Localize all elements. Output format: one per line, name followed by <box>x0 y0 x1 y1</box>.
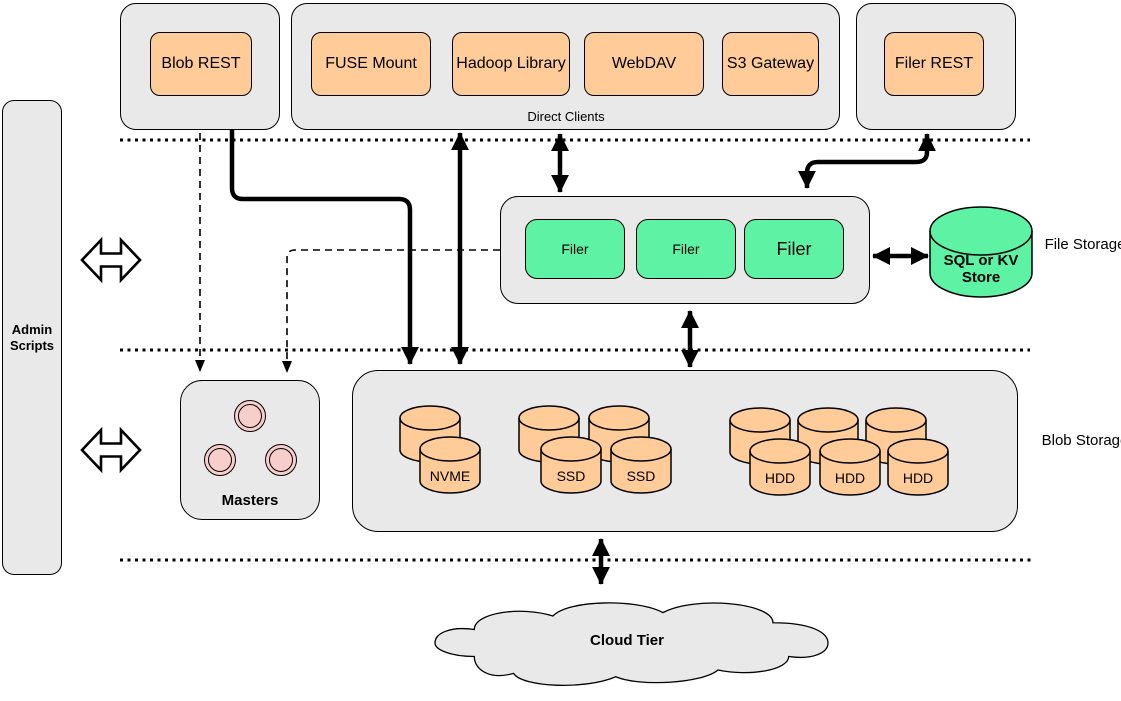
filer-label-2: Filer <box>672 241 700 257</box>
master-node-circle-1 <box>234 400 266 432</box>
fuse-mount-label: FUSE Mount <box>325 55 417 72</box>
sql-kv-store-cylinder: SQL or KV Store <box>929 206 1033 298</box>
master-node-circle-3 <box>265 444 297 476</box>
direct-clients-caption: Direct Clients <box>527 109 605 124</box>
file-storage-section-label: File Storage <box>1044 236 1121 253</box>
sql-kv-store-label: SQL or KV Store <box>943 252 1019 286</box>
ssd-volume-cylinder-1: SSD <box>540 436 602 494</box>
filer-rest-label: Filer REST <box>894 55 974 72</box>
admin-file-storage-two-way-arrow <box>80 236 142 284</box>
s3-gateway-box: S3 Gateway <box>722 32 819 96</box>
dashed-arrow-filer-to-masters <box>282 249 500 373</box>
webdav-label: WebDAV <box>611 55 677 72</box>
filer-box-2: Filer <box>636 219 736 279</box>
filer-box-3: Filer <box>744 219 844 279</box>
hdd-volume-cylinder-2: HDD <box>819 438 881 496</box>
filer-label-3: Filer <box>776 238 812 259</box>
arrow-filer-rest-filers <box>798 133 936 189</box>
fuse-mount-box: FUSE Mount <box>311 32 431 96</box>
hdd-volume-cylinder-1: HDD <box>749 438 811 496</box>
masters-label: Masters <box>221 492 279 509</box>
hadoop-library-label: Hadoop Library <box>456 55 566 72</box>
hdd-volume-cylinder-3: HDD <box>887 438 949 496</box>
nvme-label: NVME <box>429 468 471 484</box>
cloud-tier-label: Cloud Tier <box>590 632 664 649</box>
filer-label-1: Filer <box>561 241 589 257</box>
blob-rest-client-box: Blob REST <box>150 32 252 96</box>
filer-rest-box: Filer REST <box>884 32 984 96</box>
master-node-circle-2 <box>204 444 236 476</box>
admin-scripts-label: Admin Scripts <box>9 321 55 353</box>
arrow-blob-rest-to-volume-servers <box>229 129 419 365</box>
blob-storage-section-label: Blob Storage <box>1041 432 1121 449</box>
s3-gateway-label: S3 Gateway <box>726 55 815 72</box>
filer-box-1: Filer <box>525 219 625 279</box>
hdd-label-1: HDD <box>764 470 796 486</box>
ssd-volume-cylinder-2: SSD <box>610 436 672 494</box>
admin-blob-storage-two-way-arrow <box>80 426 142 474</box>
admin-scripts-panel: Admin Scripts <box>2 100 62 575</box>
ssd-label-2: SSD <box>626 468 656 484</box>
cloud-shape <box>435 603 828 685</box>
hdd-label-2: HDD <box>834 470 866 486</box>
ssd-label-1: SSD <box>556 468 586 484</box>
blob-rest-label: Blob REST <box>161 55 241 72</box>
nvme-volume-cylinder: NVME <box>419 436 481 494</box>
webdav-box: WebDAV <box>584 32 704 96</box>
hadoop-library-box: Hadoop Library <box>452 32 570 96</box>
hdd-label-3: HDD <box>902 470 934 486</box>
